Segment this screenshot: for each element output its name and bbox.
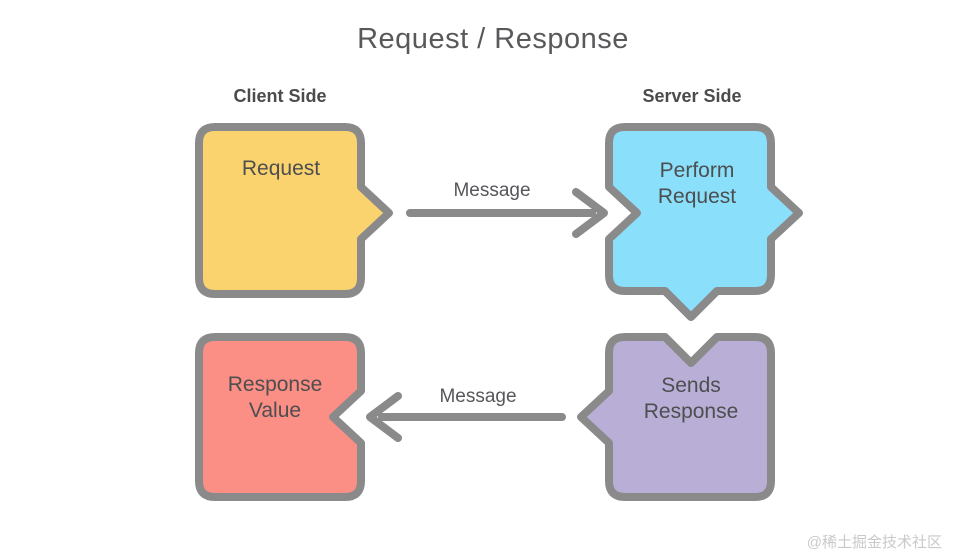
perform-request-box: Perform Request: [605, 123, 803, 321]
sends-response-box-label-line2: Response: [644, 400, 739, 423]
sends-response-box-shape: [577, 333, 775, 501]
request-box: Request: [195, 123, 393, 298]
sends-response-box-label-line1: Sends: [661, 374, 721, 397]
message-arrow-bottom: Message: [366, 386, 566, 442]
request-box-shape: [195, 123, 393, 298]
client-side-label: Client Side: [233, 86, 326, 106]
server-side-label: Server Side: [642, 86, 741, 106]
perform-request-box-label-line1: Perform: [660, 159, 735, 182]
request-box-label: Request: [242, 157, 320, 180]
message-arrow-top: Message: [406, 180, 608, 238]
arrow-head-left: [366, 392, 402, 442]
response-value-box-label-line1: Response: [228, 373, 323, 396]
message-label-bottom: Message: [439, 386, 516, 407]
watermark: @稀土掘金技术社区: [807, 534, 942, 551]
diagram-title: Request / Response: [357, 23, 629, 55]
perform-request-box-label-line2: Request: [658, 185, 736, 208]
response-value-box: Response Value: [195, 333, 365, 501]
response-value-box-shape: [195, 333, 365, 501]
sends-response-box: Sends Response: [577, 333, 775, 501]
message-label-top: Message: [453, 180, 530, 201]
response-value-box-label-line2: Value: [249, 399, 301, 422]
arrow-head-right: [572, 188, 608, 238]
perform-request-box-shape: [605, 123, 803, 321]
